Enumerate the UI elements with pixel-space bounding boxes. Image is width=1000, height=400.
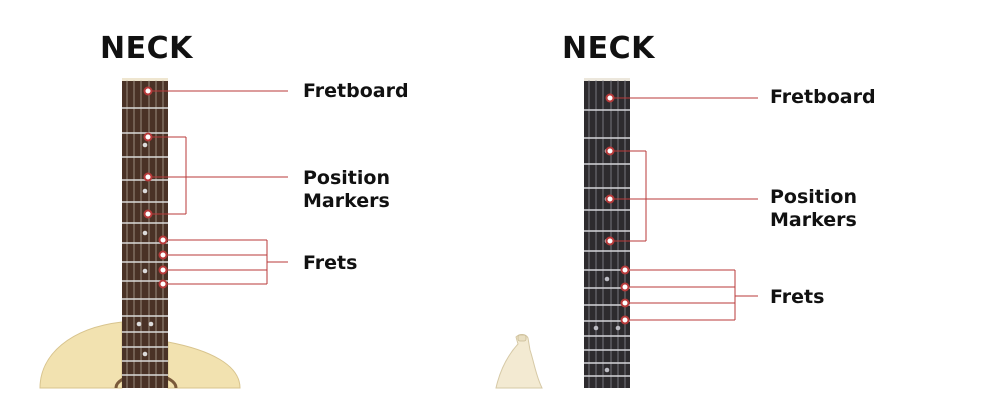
position-marker-dots: [136, 142, 154, 357]
strings: [126, 80, 164, 388]
electric-body-horn: [495, 334, 543, 389]
acoustic-body: [39, 321, 123, 389]
callout-dot-fretboard: [605, 93, 615, 103]
callout-dot-fret-2: [158, 250, 168, 260]
nut: [122, 78, 168, 81]
label-frets: Frets: [770, 286, 825, 308]
electric-neck-panel: NECK: [470, 0, 970, 400]
callout-lines: [613, 97, 758, 321]
electric-guitar-illustration: [495, 78, 758, 389]
acoustic-neck-panel: NECK: [39, 31, 409, 389]
callout-dot-fretboard: [143, 86, 153, 96]
label-fretboard: Fretboard: [770, 86, 876, 108]
callout-markers: [143, 86, 168, 289]
label-position-markers: Position Markers: [303, 167, 390, 212]
callout-dot-marker-2: [143, 172, 153, 182]
callout-dot-fret-2: [620, 282, 630, 292]
callout-dot-marker-2: [605, 194, 615, 204]
callout-dot-marker-3: [143, 209, 153, 219]
label-position-markers: Position Markers: [770, 186, 857, 231]
callout-dot-marker-1: [605, 146, 615, 156]
callout-dot-fret-1: [158, 235, 168, 245]
callout-lines: [152, 90, 288, 285]
callout-dot-marker-3: [605, 236, 615, 246]
nut: [584, 78, 630, 81]
label-fretboard: Fretboard: [303, 80, 409, 102]
callout-dot-fret-4: [158, 279, 168, 289]
callout-dot-fret-3: [158, 265, 168, 275]
callout-dot-marker-1: [143, 132, 153, 142]
callout-dot-fret-4: [620, 315, 630, 325]
acoustic-body-cutaway: [167, 341, 241, 389]
fretboard: [584, 80, 630, 388]
callout-dot-fret-3: [620, 298, 630, 308]
panel-title: NECK: [100, 31, 193, 66]
callout-dot-fret-1: [620, 265, 630, 275]
strap-button: [517, 334, 527, 342]
acoustic-guitar-illustration: [39, 78, 288, 389]
panel-title: NECK: [562, 31, 655, 66]
label-frets: Frets: [303, 252, 358, 274]
callout-markers: [605, 93, 630, 325]
